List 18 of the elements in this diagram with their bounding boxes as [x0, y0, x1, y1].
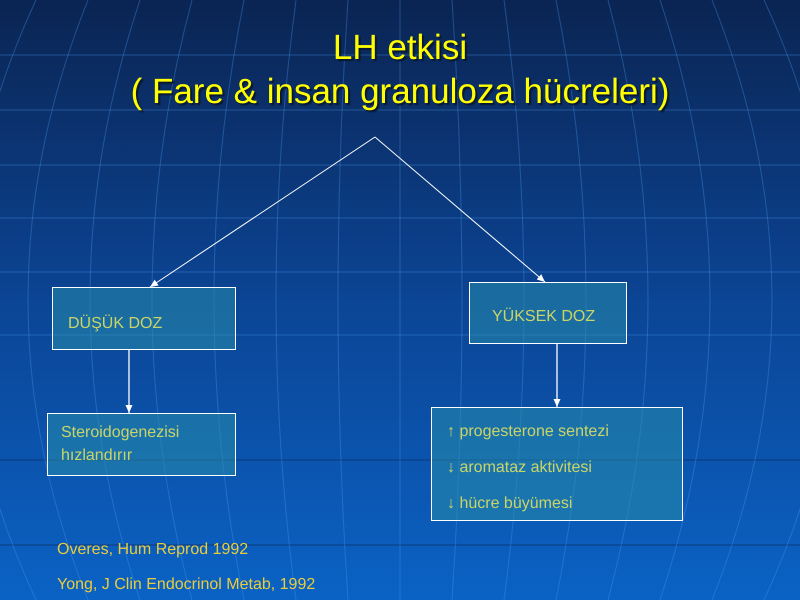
process-box [469, 282, 627, 344]
process-box [52, 287, 236, 350]
box-text: YÜKSEK DOZ [492, 308, 596, 326]
box-text: ↓ aromataz aktivitesi [447, 458, 593, 478]
title-text: LH etkisi [332, 27, 468, 69]
box-text: ↑ progesterone sentezi [447, 422, 610, 442]
reference-text: Overes, Hum Reprod 1992 [57, 540, 248, 560]
box-text: ↓ hücre büyümesi [447, 494, 574, 514]
arrow [150, 136, 376, 288]
process-box [47, 413, 236, 476]
arrow [554, 344, 560, 407]
reference-text: Yong, J Clin Endocrinol Metab, 1992 [57, 575, 316, 595]
box-text: DÜŞÜK DOZ [68, 315, 164, 333]
arrow [374, 136, 546, 282]
process-box [431, 407, 683, 521]
title-text: ( Fare & insan granuloza hücreleri) [130, 71, 670, 113]
arrow [126, 350, 132, 413]
box-text: Steroidogenezisi hızlandırır [61, 423, 180, 466]
